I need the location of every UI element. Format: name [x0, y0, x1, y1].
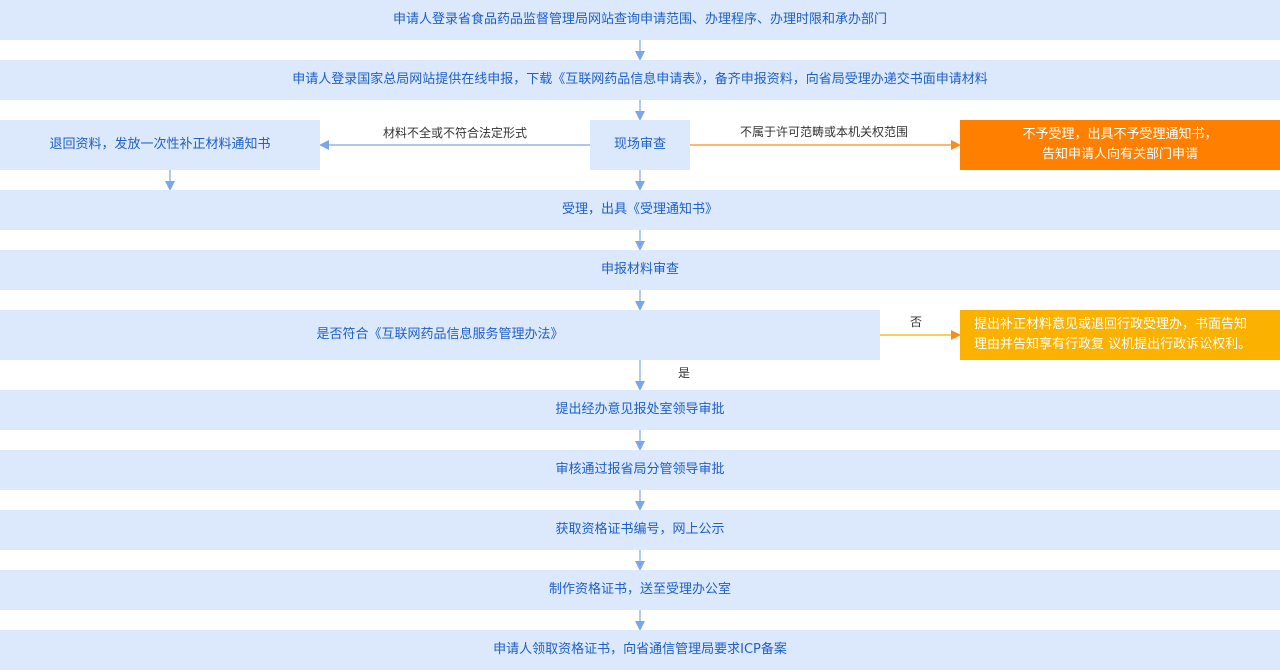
- step-division-approval: 提出经办意见报处室领导审批: [0, 390, 1280, 430]
- edge-label-incomplete: 材料不全或不符合法定形式: [383, 126, 528, 140]
- step-return-materials-text: 退回资料，发放一次性补正材料通知书: [49, 137, 271, 152]
- step-materials-review: 申报材料审查: [0, 250, 1280, 290]
- step-make-certificate-text: 制作资格证书，送至受理办公室: [548, 582, 731, 597]
- edge-label-no: 否: [910, 315, 923, 329]
- step-certificate-number: 获取资格证书编号，网上公示: [0, 510, 1280, 550]
- step-bureau-approval-text: 审核通过报省局分管领导审批: [555, 462, 725, 477]
- step-not-accepted-line2: 告知申请人向有关部门申请: [1041, 147, 1198, 162]
- step-make-certificate: 制作资格证书，送至受理办公室: [0, 570, 1280, 610]
- step-division-approval-text: 提出经办意见报处室领导审批: [555, 402, 725, 417]
- step-accepted: 受理，出具《受理通知书》: [0, 190, 1280, 230]
- step-materials-review-text: 申报材料审查: [600, 262, 679, 277]
- step-certificate-number-text: 获取资格证书编号，网上公示: [555, 522, 725, 537]
- step-compliance-check: 是否符合《互联网药品信息服务管理办法》: [0, 310, 880, 360]
- step-online-application-text: 申请人登录国家总局网站提供在线申报，下载《互联网药品信息申请表》，备齐申报资料，…: [292, 72, 988, 87]
- step-onsite-review-text: 现场审查: [613, 137, 666, 152]
- step-query-scope: 申请人登录省食品药品监督管理局网站查询申请范围、办理程序、办理时限和承办部门: [0, 0, 1280, 40]
- step-correction-notice-line1: 提出补正材料意见或退回行政受理办，书面告知: [974, 317, 1248, 332]
- step-icp-filing-text: 申请人领取资格证书，向省通信管理局要求ICP备案: [493, 642, 787, 657]
- edge-label-yes: 是: [678, 366, 691, 380]
- step-accepted-text: 受理，出具《受理通知书》: [561, 202, 718, 217]
- step-icp-filing: 申请人领取资格证书，向省通信管理局要求ICP备案: [0, 630, 1280, 670]
- step-query-scope-text: 申请人登录省食品药品监督管理局网站查询申请范围、办理程序、办理时限和承办部门: [392, 12, 887, 27]
- step-online-application: 申请人登录国家总局网站提供在线申报，下载《互联网药品信息申请表》，备齐申报资料，…: [0, 60, 1280, 100]
- step-onsite-review: 现场审查: [590, 120, 690, 170]
- step-correction-notice-line2: 理由并告知享有行政复 议机提出行政诉讼权利。: [974, 337, 1252, 352]
- step-bureau-approval: 审核通过报省局分管领导审批: [0, 450, 1280, 490]
- step-not-accepted-line1: 不予受理，出具不予受理通知书，: [1022, 127, 1218, 142]
- step-return-materials: 退回资料，发放一次性补正材料通知书: [0, 120, 320, 170]
- step-correction-notice: 提出补正材料意见或退回行政受理办，书面告知 理由并告知享有行政复 议机提出行政诉…: [960, 310, 1280, 360]
- step-not-accepted: 不予受理，出具不予受理通知书， 告知申请人向有关部门申请: [960, 120, 1280, 170]
- step-compliance-check-text: 是否符合《互联网药品信息服务管理办法》: [316, 327, 564, 342]
- edge-label-out-of-scope: 不属于许可范畴或本机关权范围: [740, 125, 909, 139]
